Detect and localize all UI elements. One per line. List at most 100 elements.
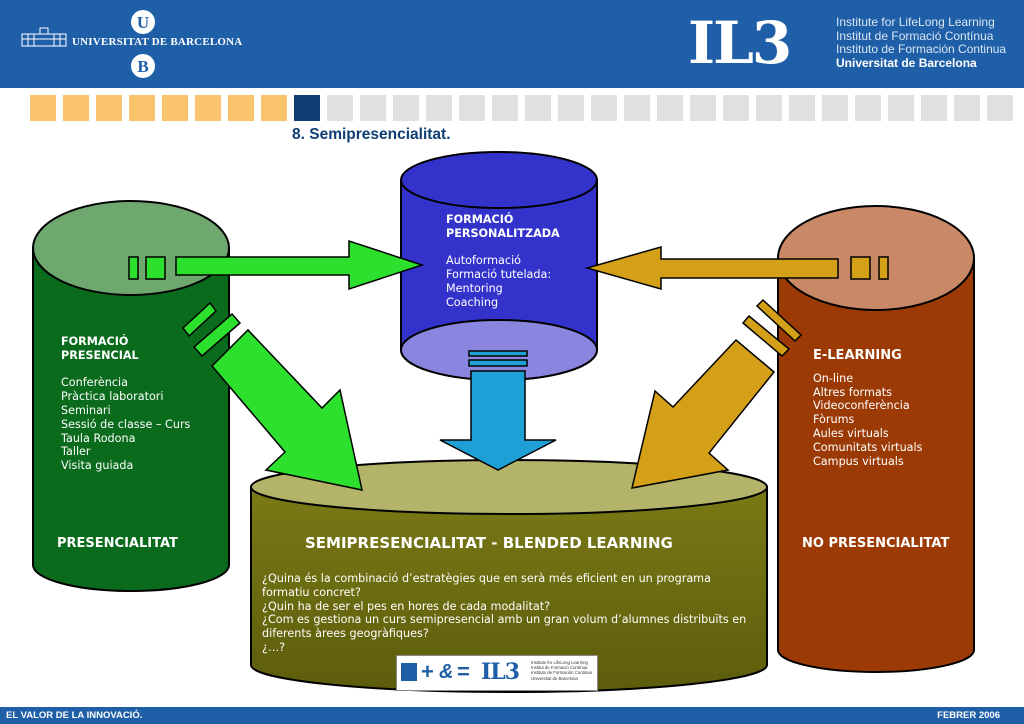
personalitzada-heading: PERSONALITZADA bbox=[446, 226, 560, 240]
il3-mini-line: Institute for LifeLong Learning bbox=[531, 660, 588, 665]
list-item: Fòrums bbox=[813, 413, 855, 427]
progress-square bbox=[954, 95, 980, 121]
progress-square bbox=[30, 95, 56, 121]
list-item: Seminari bbox=[61, 403, 111, 417]
spacer bbox=[446, 241, 560, 255]
progress-square bbox=[690, 95, 716, 121]
arrow-diagonal-icon bbox=[631, 298, 803, 489]
il3-mini-line: Universitat de Barcelona bbox=[531, 675, 578, 681]
ec-logo-icon: & bbox=[439, 661, 454, 683]
presencial-heading: FORMACIÓ bbox=[61, 335, 129, 348]
no-presencialitat-label: NO PRESENCIALITAT bbox=[802, 536, 950, 551]
list-item: Pràctica laboratori bbox=[61, 390, 164, 404]
il3-mini-lines: Institute for LifeLong Learning Institut… bbox=[531, 660, 592, 681]
list-item: Conferència bbox=[61, 376, 129, 390]
page-title: 8. Semipresencialitat. bbox=[292, 126, 451, 143]
blended-logo: + & = IL3 Institute for LifeLong Learnin… bbox=[396, 655, 598, 691]
il3-mini-line: Institut de Formació Contínua bbox=[531, 665, 588, 671]
question: ¿…? bbox=[262, 640, 286, 654]
list-item: Altres formats bbox=[813, 385, 892, 399]
progress-square bbox=[888, 95, 914, 121]
il3-mini-logo: IL3 bbox=[481, 659, 520, 685]
list-item: Taller bbox=[61, 445, 91, 459]
list-item: Aules virtuals bbox=[813, 426, 889, 440]
ub-logo-icon bbox=[401, 663, 417, 681]
list-item: Sessió de classe – Curs bbox=[61, 417, 191, 431]
progress-square bbox=[426, 95, 452, 121]
svg-text:B: B bbox=[137, 57, 148, 76]
elearning-cylinder bbox=[777, 205, 975, 673]
list-item: Campus virtuals bbox=[813, 454, 904, 468]
arrow-down-icon bbox=[439, 350, 557, 471]
progress-square bbox=[558, 95, 584, 121]
progress-square bbox=[129, 95, 155, 121]
il3-line: Instituto de Formación Continua bbox=[836, 42, 1007, 56]
progress-square bbox=[96, 95, 122, 121]
list-item: Comunitats virtuals bbox=[813, 440, 923, 454]
list-item: Visita guiada bbox=[61, 459, 134, 473]
arrow-left-icon bbox=[584, 246, 889, 290]
progress-square bbox=[624, 95, 650, 121]
progress-square bbox=[492, 95, 518, 121]
footer-left: EL VALOR DE LA INNOVACIÓ. bbox=[6, 710, 143, 721]
plus-icon: + bbox=[421, 659, 434, 684]
list-item: Formació tutelada: bbox=[446, 268, 552, 282]
progress-square bbox=[657, 95, 683, 121]
personalitzada-text: FORMACIÓ PERSONALITZADA Autoformació For… bbox=[446, 213, 560, 310]
progress-square bbox=[921, 95, 947, 121]
personalitzada-heading: FORMACIÓ bbox=[446, 213, 514, 226]
progress-square bbox=[756, 95, 782, 121]
blended-questions: ¿Quina és la combinació d’estratègies qu… bbox=[262, 572, 752, 655]
progress-square bbox=[789, 95, 815, 121]
il3-subtitle: Institute for LifeLong Learning Institut… bbox=[836, 15, 1007, 70]
progress-square bbox=[855, 95, 881, 121]
header-bar: U B UNIVERSITAT DE BARCELONA IL3 Institu… bbox=[0, 0, 1024, 88]
svg-text:U: U bbox=[137, 13, 149, 32]
ub-seal-icon: U B bbox=[21, 10, 155, 78]
ub-logo: U B bbox=[18, 8, 258, 80]
progress-square bbox=[63, 95, 89, 121]
progress-square bbox=[459, 95, 485, 121]
il3-line: Universitat de Barcelona bbox=[836, 55, 977, 70]
arrow-right-icon bbox=[128, 239, 425, 291]
blended-title: SEMIPRESENCIALITAT - BLENDED LEARNING bbox=[305, 534, 673, 552]
progress-square bbox=[294, 95, 320, 121]
presencialitat-label: PRESENCIALITAT bbox=[57, 536, 178, 551]
progress-square bbox=[327, 95, 353, 121]
question: ¿Quin ha de ser el pes en hores de cada … bbox=[262, 599, 551, 613]
il3-logo: IL3 bbox=[688, 9, 792, 77]
list-item: Taula Rodona bbox=[61, 431, 136, 445]
university-name: UNIVERSITAT DE BARCELONA bbox=[72, 36, 243, 48]
elearning-heading: E-LEARNING bbox=[813, 348, 902, 363]
list-item: On-line bbox=[813, 371, 854, 385]
progress-square bbox=[195, 95, 221, 121]
progress-square bbox=[393, 95, 419, 121]
arrow-diagonal-icon bbox=[181, 301, 363, 491]
progress-square bbox=[162, 95, 188, 121]
footer-right: FEBRER 2006 bbox=[937, 710, 1000, 721]
question: ¿Quina és la combinació d’estratègies qu… bbox=[262, 572, 711, 599]
equals-icon: = bbox=[457, 659, 470, 684]
progress-square bbox=[228, 95, 254, 121]
il3-line: Institute for LifeLong Learning bbox=[836, 15, 995, 29]
presencial-heading: PRESENCIAL bbox=[61, 348, 139, 362]
list-item: Autoformació bbox=[446, 254, 522, 268]
spacer bbox=[61, 363, 190, 377]
elearning-text: E-LEARNING On-line Altres formats Videoc… bbox=[813, 349, 922, 468]
progress-square bbox=[987, 95, 1013, 121]
progress-square bbox=[591, 95, 617, 121]
slide-progress bbox=[30, 95, 1013, 121]
ub-building-icon bbox=[21, 27, 67, 47]
list-item: Coaching bbox=[446, 295, 499, 309]
question: ¿Com es gestiona un curs semipresencial … bbox=[262, 613, 747, 641]
list-item: Videoconferència bbox=[813, 399, 910, 413]
il3-line: Institut de Formació Contínua bbox=[836, 28, 994, 43]
progress-square bbox=[261, 95, 287, 121]
presencial-text: FORMACIÓ PRESENCIAL Conferència Pràctica… bbox=[61, 335, 190, 473]
il3-mini-line: Instituto de Formación Continua bbox=[531, 670, 592, 676]
spacer bbox=[813, 363, 922, 372]
footer-bar: EL VALOR DE LA INNOVACIÓ. FEBRER 2006 bbox=[0, 707, 1024, 724]
progress-square bbox=[822, 95, 848, 121]
list-item: Mentoring bbox=[446, 281, 503, 295]
progress-square bbox=[360, 95, 386, 121]
